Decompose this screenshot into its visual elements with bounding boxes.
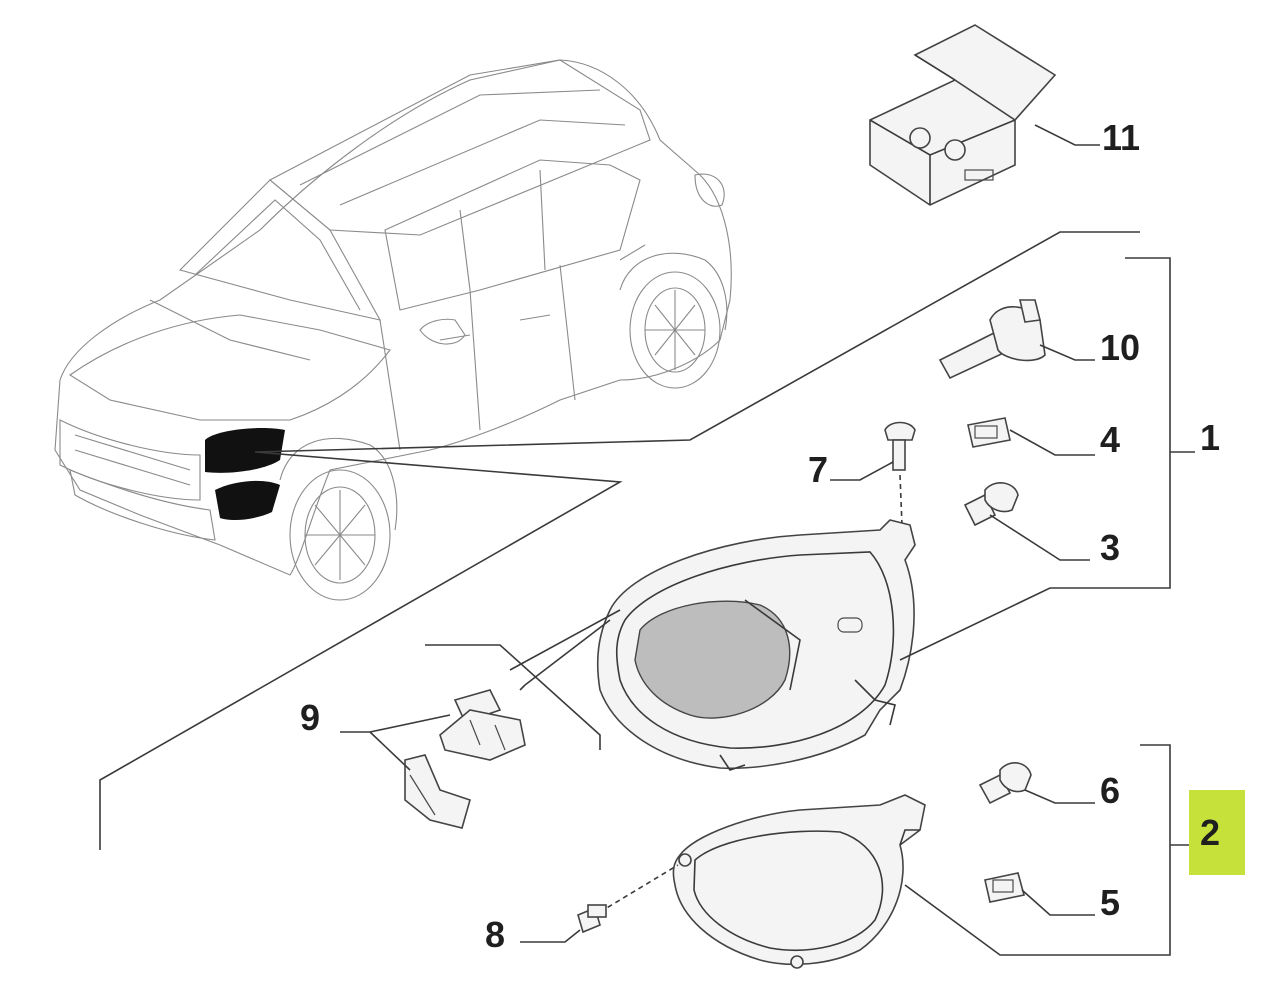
- part-10-headlight-bulb: [938, 299, 1095, 380]
- callout-8[interactable]: 8: [485, 914, 505, 955]
- callout-9[interactable]: 9: [300, 697, 320, 738]
- headlight-location-mark: [205, 428, 285, 473]
- part-8-small-screw: [520, 904, 607, 943]
- callout-1[interactable]: 1: [1200, 417, 1220, 458]
- part-11-bulb-kit: [869, 24, 1100, 206]
- callout-6[interactable]: 6: [1100, 770, 1120, 811]
- part-4-small-bulb: [967, 417, 1095, 456]
- part-3-bulb-socket: [963, 482, 1090, 561]
- group-bracket-1: [899, 257, 1195, 661]
- guide-lines: [425, 609, 621, 750]
- car-illustration: [54, 59, 1140, 850]
- group-bracket-2: [904, 744, 1190, 956]
- callout-4[interactable]: 4: [1100, 419, 1120, 460]
- part-6-bulb: [978, 762, 1095, 805]
- headlight-assembly: [596, 519, 916, 771]
- callout-labels: 11 10 4 1 7 3 9 6 2 5 8: [300, 117, 1220, 955]
- callout-2[interactable]: 2: [1200, 812, 1220, 853]
- part-9-brackets: [340, 689, 526, 829]
- callout-2-highlight: [1189, 790, 1245, 875]
- callout-3[interactable]: 3: [1100, 527, 1120, 568]
- part-5-bulb: [984, 872, 1095, 916]
- callout-5[interactable]: 5: [1100, 882, 1120, 923]
- part-7-screw: [830, 421, 916, 526]
- callout-7[interactable]: 7: [808, 449, 828, 490]
- fog-light-assembly: [599, 794, 926, 969]
- foglight-location-mark: [215, 480, 280, 520]
- callout-11[interactable]: 11: [1102, 117, 1140, 158]
- callout-10[interactable]: 10: [1100, 327, 1140, 368]
